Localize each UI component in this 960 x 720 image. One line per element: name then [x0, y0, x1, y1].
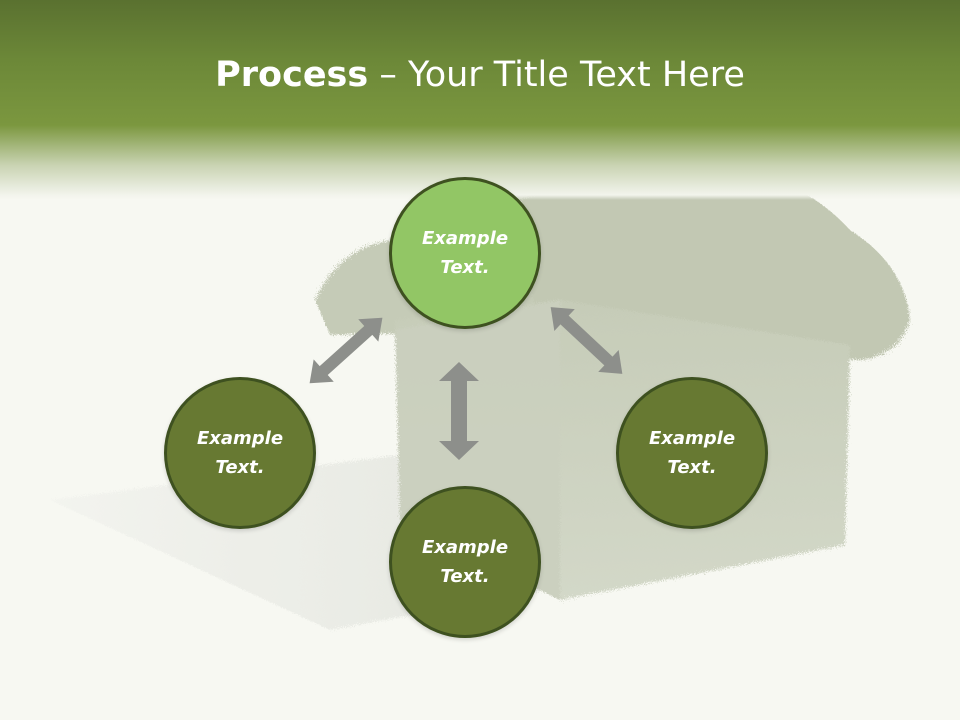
node-text-line1: Example — [648, 428, 736, 449]
double-arrow-icon — [439, 362, 479, 460]
title-rest: – Your Title Text Here — [368, 55, 745, 95]
double-arrow-icon — [309, 317, 383, 384]
node-text-line1: Example — [196, 428, 284, 449]
double-arrow-icon — [550, 307, 623, 374]
node-text-line1: Example — [421, 537, 509, 558]
node-text-line1: Example — [421, 228, 509, 249]
node-text-line2: Text. — [440, 566, 490, 587]
title-bar — [0, 0, 960, 200]
slide-title: Process – Your Title Text Here — [0, 52, 960, 98]
node-text-line2: Text. — [667, 457, 717, 478]
node-text-line2: Text. — [215, 457, 265, 478]
node-text-line2: Text. — [440, 257, 490, 278]
title-bold: Process — [215, 55, 369, 95]
